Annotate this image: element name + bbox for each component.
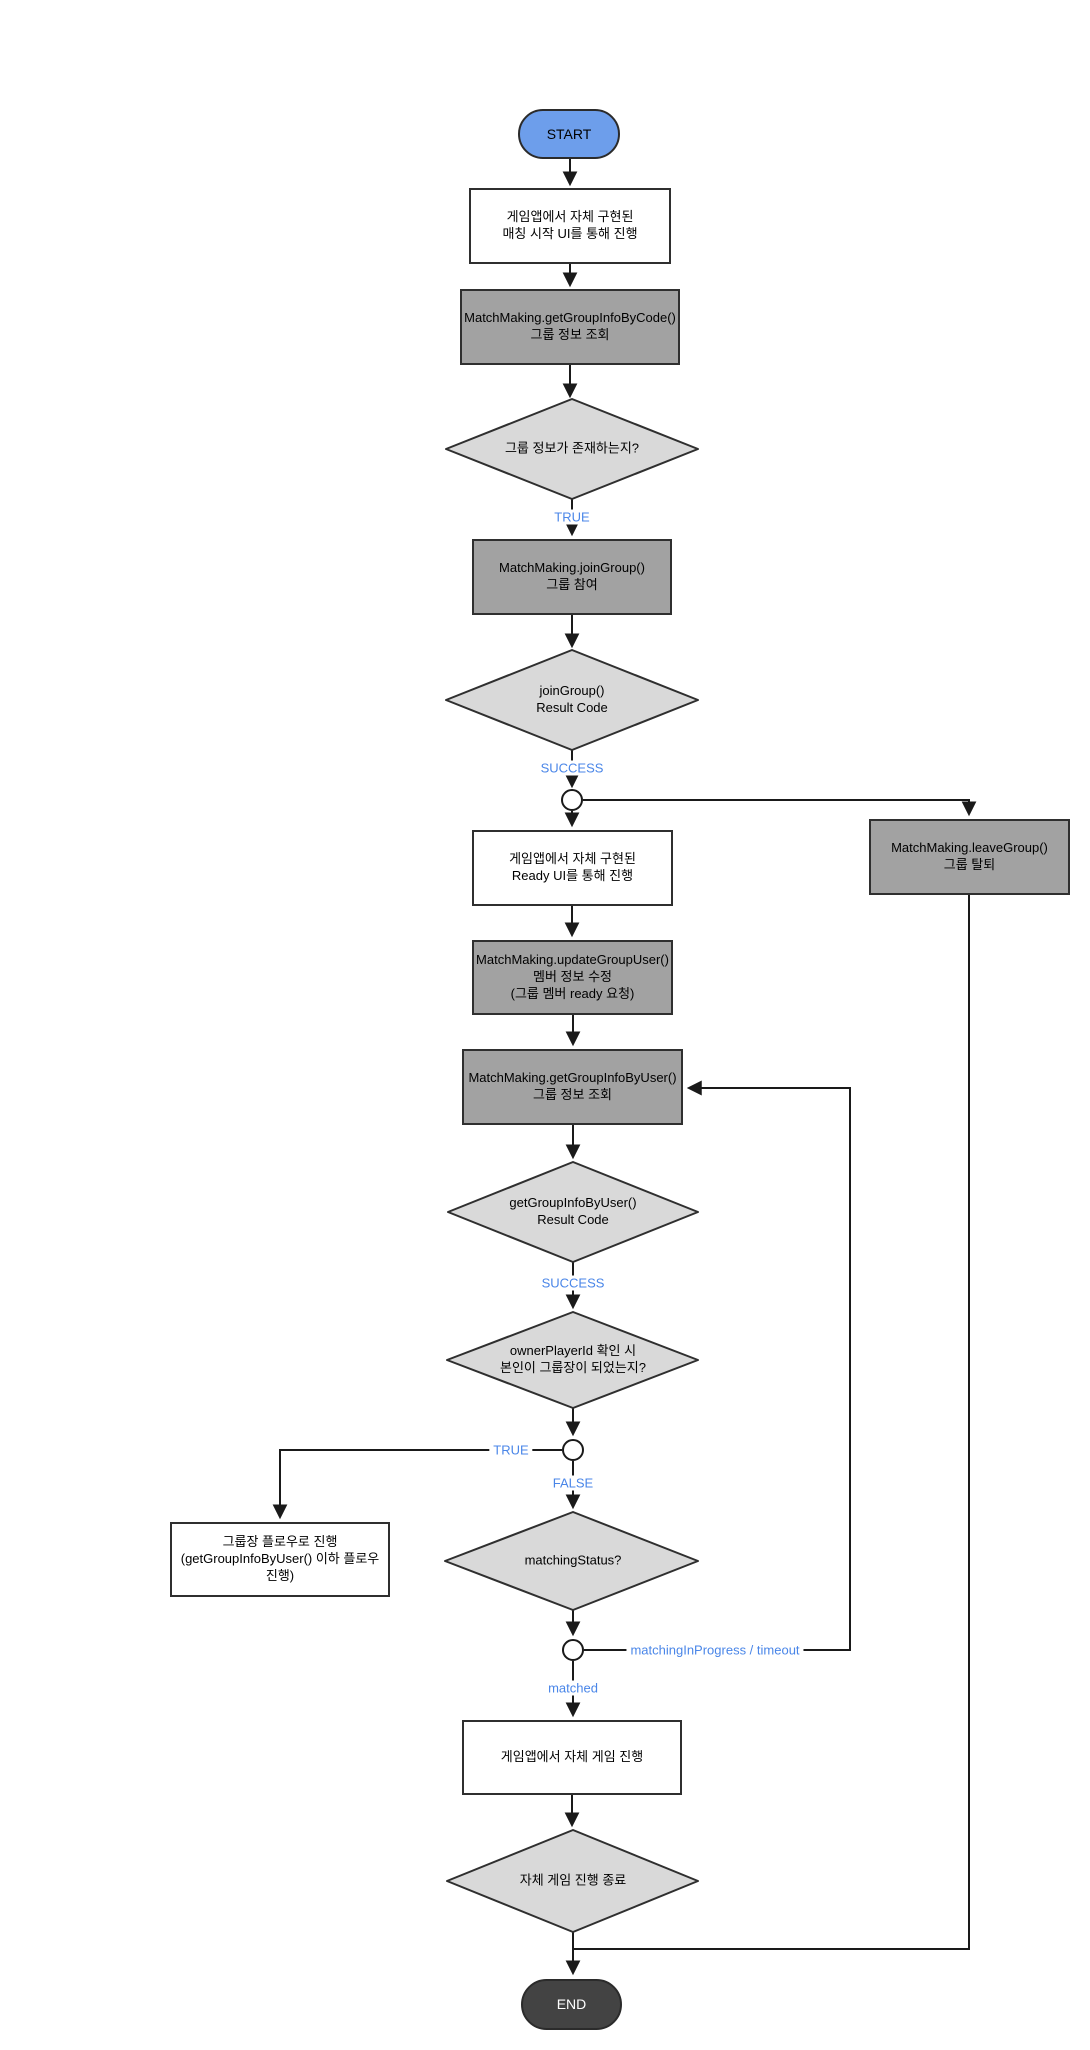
edge-label-owner-true: TRUE bbox=[489, 1442, 533, 1458]
decision-owner-check-label: ownerPlayerId 확인 시 본인이 그룹장이 되었는지? bbox=[499, 1343, 646, 1375]
edge-label-get-info-success: SUCCESS bbox=[537, 1275, 609, 1291]
api-get-group-info-by-user: MatchMaking.getGroupInfoByUser() 그룹 정보 조… bbox=[462, 1049, 683, 1125]
decision-get-info-result bbox=[447, 1161, 699, 1263]
edge-label-matched: matched bbox=[544, 1680, 602, 1696]
decision-group-exists-label: 그룹 정보가 존재하는지? bbox=[504, 440, 640, 456]
api-join-group: MatchMaking.joinGroup() 그룹 참여 bbox=[472, 539, 672, 615]
edge-connector3-loop-to-getbyuser bbox=[584, 1080, 851, 1651]
start-node: START bbox=[518, 109, 620, 159]
edge-label-matching-in-progress: matchingInProgress / timeout bbox=[626, 1642, 804, 1658]
decision-game-end bbox=[446, 1829, 699, 1933]
end-node: END bbox=[521, 1979, 622, 2030]
process-game-play: 게임앱에서 자체 게임 진행 bbox=[462, 1720, 682, 1795]
decision-matching-status-label: matchingStatus? bbox=[524, 1552, 622, 1568]
edge-label-join-success: SUCCESS bbox=[536, 760, 608, 776]
decision-game-end-label: 자체 게임 진행 종료 bbox=[519, 1872, 627, 1888]
api-leave-group: MatchMaking.leaveGroup() 그룹 탈퇴 bbox=[869, 819, 1070, 895]
edge-connector2-true-to-owner-flow bbox=[272, 1449, 562, 1520]
edge-label-group-exists-true: TRUE bbox=[550, 509, 594, 525]
api-update-group-user: MatchMaking.updateGroupUser() 멤버 정보 수정 (… bbox=[472, 940, 673, 1015]
decision-get-info-result-label: getGroupInfoByUser() Result Code bbox=[509, 1195, 637, 1227]
connector-owner-branch bbox=[562, 1439, 584, 1461]
decision-matching-status bbox=[444, 1511, 699, 1611]
decision-group-exists bbox=[445, 398, 699, 500]
edge-label-owner-false: FALSE bbox=[548, 1475, 598, 1491]
api-get-group-info-by-code: MatchMaking.getGroupInfoByCode() 그룹 정보 조… bbox=[460, 289, 680, 365]
edge-connector1-to-leave-group bbox=[583, 799, 977, 817]
connector-after-join-success bbox=[561, 789, 583, 811]
process-ready-ui: 게임앱에서 자체 구현된 Ready UI를 통해 진행 bbox=[472, 830, 673, 906]
decision-join-result-label: joinGroup() Result Code bbox=[536, 683, 608, 715]
process-owner-flow: 그룹장 플로우로 진행 (getGroupInfoByUser() 이하 플로우… bbox=[170, 1522, 390, 1597]
decision-owner-check bbox=[446, 1311, 699, 1409]
process-match-start-ui: 게임앱에서 자체 구현된 매칭 시작 UI를 통해 진행 bbox=[469, 188, 671, 264]
connector-matching-branch bbox=[562, 1639, 584, 1661]
decision-join-result bbox=[445, 649, 699, 751]
